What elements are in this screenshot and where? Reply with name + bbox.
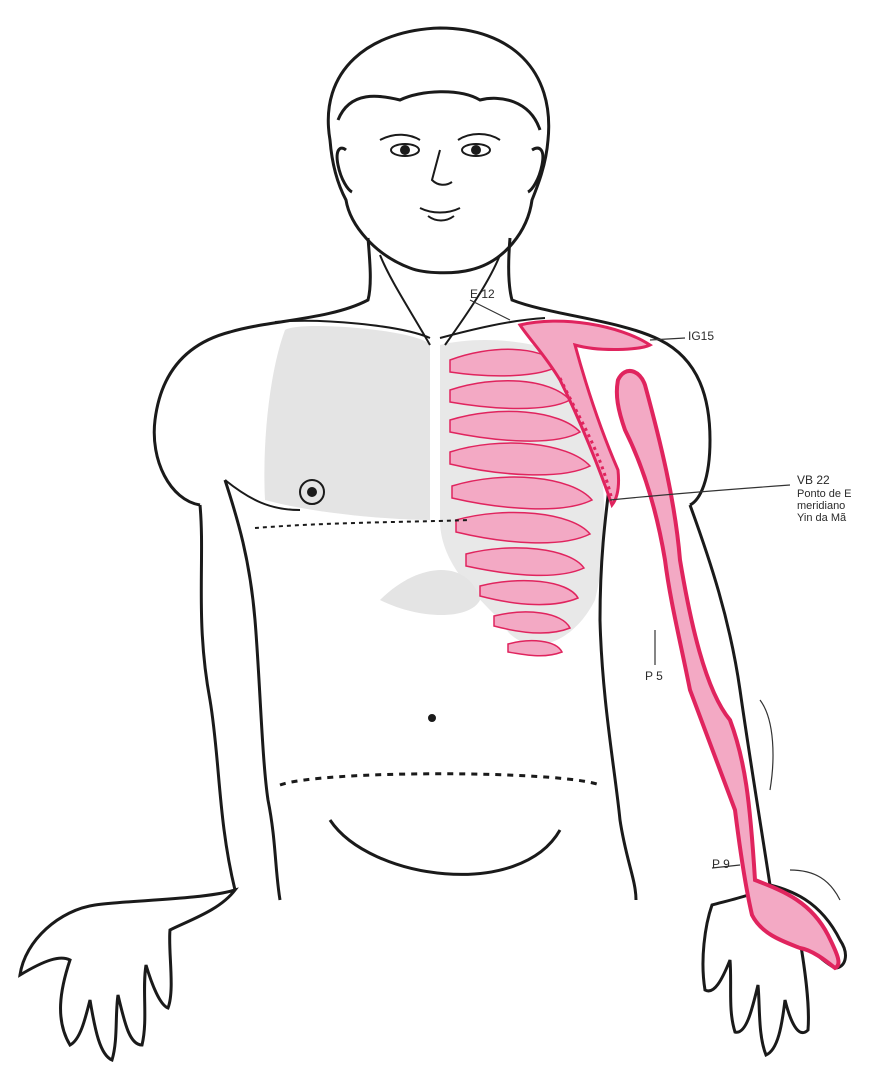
point-label-e12: E 12 xyxy=(470,288,495,301)
point-label-p9: P 9 xyxy=(712,858,730,871)
vb22-line-1: Ponto de E xyxy=(797,488,891,500)
point-label-ig15: IG15 xyxy=(688,330,714,343)
point-description-vb22: Ponto de E meridiano Yin da Mã xyxy=(797,488,891,524)
vb22-line-2: meridiano xyxy=(797,500,891,512)
head xyxy=(328,28,548,273)
point-label-vb22: VB 22 xyxy=(797,474,830,487)
vb22-line-3: Yin da Mã xyxy=(797,512,891,524)
point-label-p5: P 5 xyxy=(645,670,663,683)
hands xyxy=(20,885,845,1060)
